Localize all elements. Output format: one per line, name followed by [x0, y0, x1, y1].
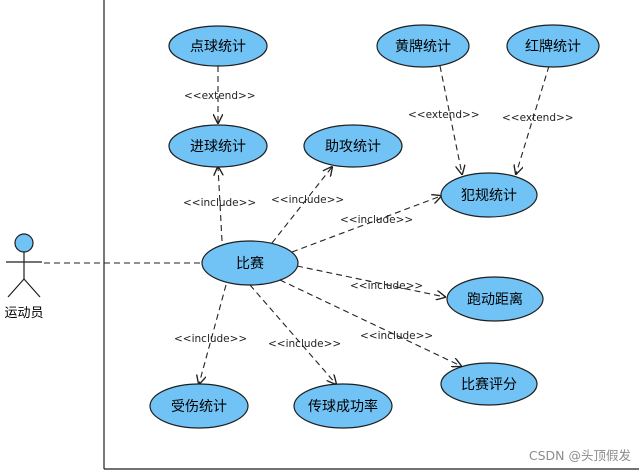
extend-huangpai-fangui [439, 65, 462, 174]
label-include-zhugong: <<include>> [271, 194, 344, 206]
use-case-bisai[interactable]: 比赛 [201, 240, 299, 286]
use-case-label: 黄牌统计 [395, 38, 451, 55]
use-case-label: 比赛评分 [461, 377, 517, 393]
label-include-shoushang: <<include>> [174, 333, 247, 345]
extend-hongpai-fangui [516, 65, 550, 174]
use-case-label: 助攻统计 [325, 139, 381, 155]
label-include-fangui: <<include>> [340, 214, 413, 226]
include-bisai-shoushang [199, 284, 227, 384]
use-case-paodong[interactable]: 跑动距离 [446, 276, 544, 322]
use-case-label: 跑动距离 [467, 291, 523, 308]
include-bisai-zhugong [271, 167, 332, 244]
label-include-chuanqiu: <<include>> [268, 338, 341, 350]
use-case-label: 进球统计 [190, 139, 246, 155]
use-case-label: 受伤统计 [171, 399, 227, 415]
watermark: CSDN @头顶假发 [529, 448, 632, 463]
label-extend-huangpai: <<extend>> [408, 109, 480, 121]
label-include-jinqiu: <<include>> [183, 197, 256, 209]
label-extend-hongpai: <<extend>> [502, 112, 574, 124]
actor-left-leg [7, 278, 25, 298]
label-extend-dianqiu: <<extend>> [184, 90, 256, 102]
use-case-label: 比赛 [236, 256, 264, 272]
actor-head [14, 233, 34, 253]
include-bisai-fangui [291, 196, 441, 253]
use-case-huangpai[interactable]: 黄牌统计 [376, 24, 470, 68]
use-case-label: 犯规统计 [461, 188, 517, 204]
use-case-hongpai[interactable]: 红牌统计 [506, 24, 600, 68]
include-bisai-pingfen [279, 279, 461, 366]
use-case-pingfen[interactable]: 比赛评分 [440, 362, 538, 406]
include-bisai-paodong [296, 265, 445, 297]
label-include-pingfen: <<include>> [360, 330, 433, 342]
use-case-label: 红牌统计 [525, 38, 581, 55]
actor-athlete: 运动员 [4, 233, 44, 321]
use-case-label: 传球成功率 [308, 398, 378, 415]
actor-label: 运动员 [4, 306, 43, 321]
use-case-zhugong[interactable]: 助攻统计 [303, 124, 403, 168]
system-boundary [103, 0, 639, 470]
include-bisai-jinqiu [218, 167, 222, 242]
use-case-chuanqiu[interactable]: 传球成功率 [293, 383, 393, 429]
include-bisai-chuanqiu [249, 284, 336, 384]
label-include-paodong: <<include>> [350, 280, 423, 292]
use-case-jinqiu[interactable]: 进球统计 [168, 124, 268, 168]
use-case-shoushang[interactable]: 受伤统计 [149, 383, 249, 429]
use-case-fangui[interactable]: 犯规统计 [440, 172, 538, 218]
use-case-label: 点球统计 [190, 39, 246, 55]
actor-right-leg [23, 278, 41, 298]
use-case-dianqiu[interactable]: 点球统计 [168, 25, 268, 67]
